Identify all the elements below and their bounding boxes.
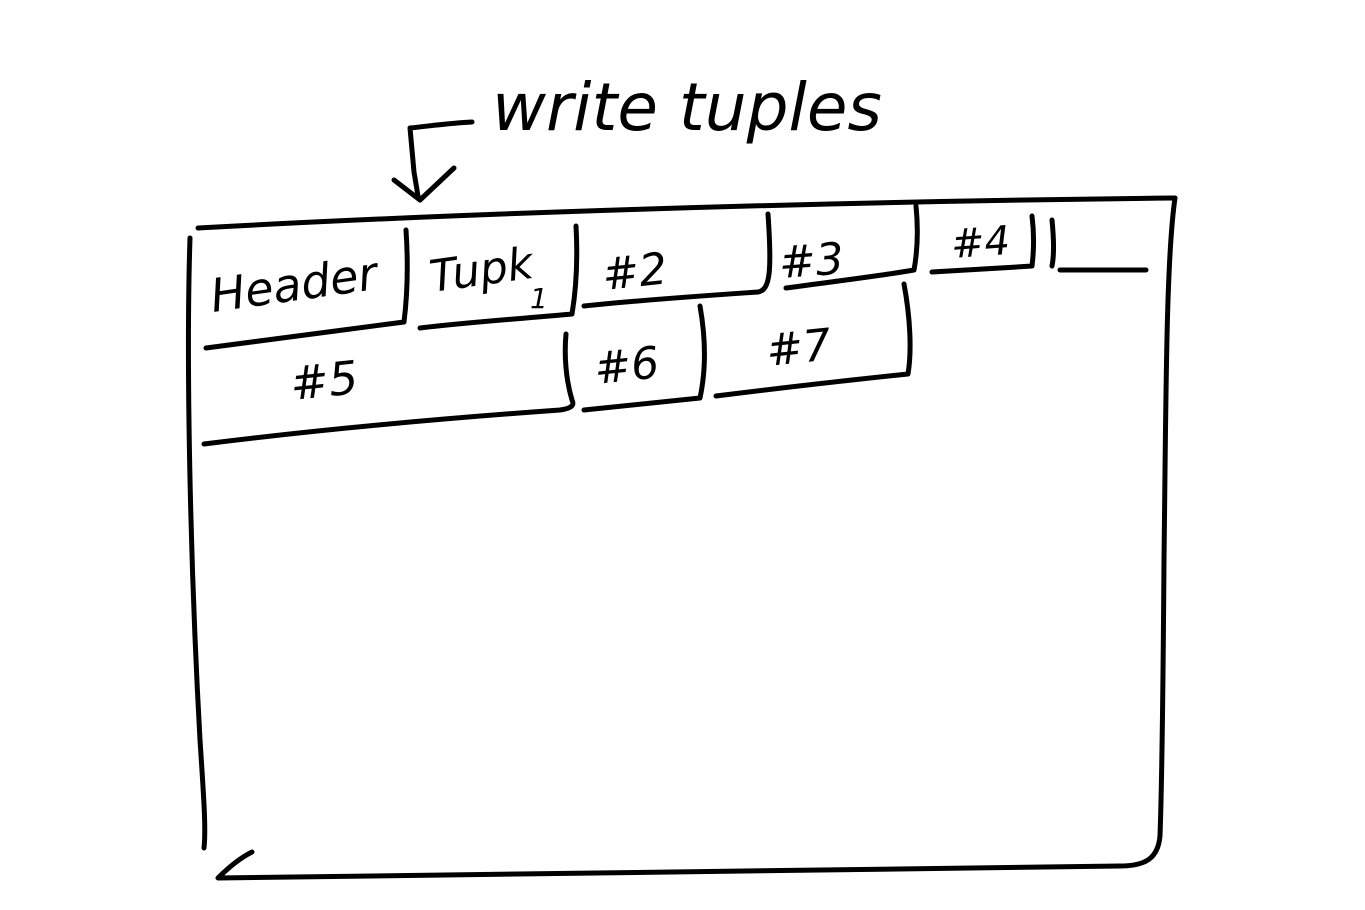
tuple-label-6: #6 [592, 337, 662, 395]
header-cell: Header [203, 227, 410, 351]
down-arrow-icon [391, 119, 475, 203]
tuple-cell-empty [1049, 217, 1149, 273]
tuple-label-4: #4 [949, 218, 1011, 268]
tuple-label-7: #7 [764, 319, 834, 377]
tuple-cell-5: #5 [201, 331, 576, 447]
tuple-cell-7: #7 [713, 281, 913, 399]
tuple-cell-1: Tupk 1 [417, 223, 580, 331]
tuple-row-2: #5 #6 #7 [201, 281, 913, 447]
tuple-label-1: Tupk [426, 238, 537, 303]
tuple-cell-6: #6 [581, 303, 707, 413]
annotation-text: write tuples [492, 69, 882, 146]
tuple-cell-3: #3 [777, 203, 920, 291]
tuple-subscript-1: 1 [530, 282, 548, 315]
annotation: write tuples [391, 69, 882, 203]
tuple-row-1: Header Tupk 1 #2 #3 #4 [203, 203, 1149, 351]
tuple-cell-2: #2 [581, 211, 773, 309]
tuple-label-3: #3 [777, 234, 845, 289]
tuple-cell-4: #4 [929, 213, 1036, 275]
tuple-label-2: #2 [600, 243, 670, 301]
header-label: Header [207, 246, 383, 323]
page-outline [185, 195, 1178, 881]
tuple-label-5: #5 [288, 350, 361, 411]
